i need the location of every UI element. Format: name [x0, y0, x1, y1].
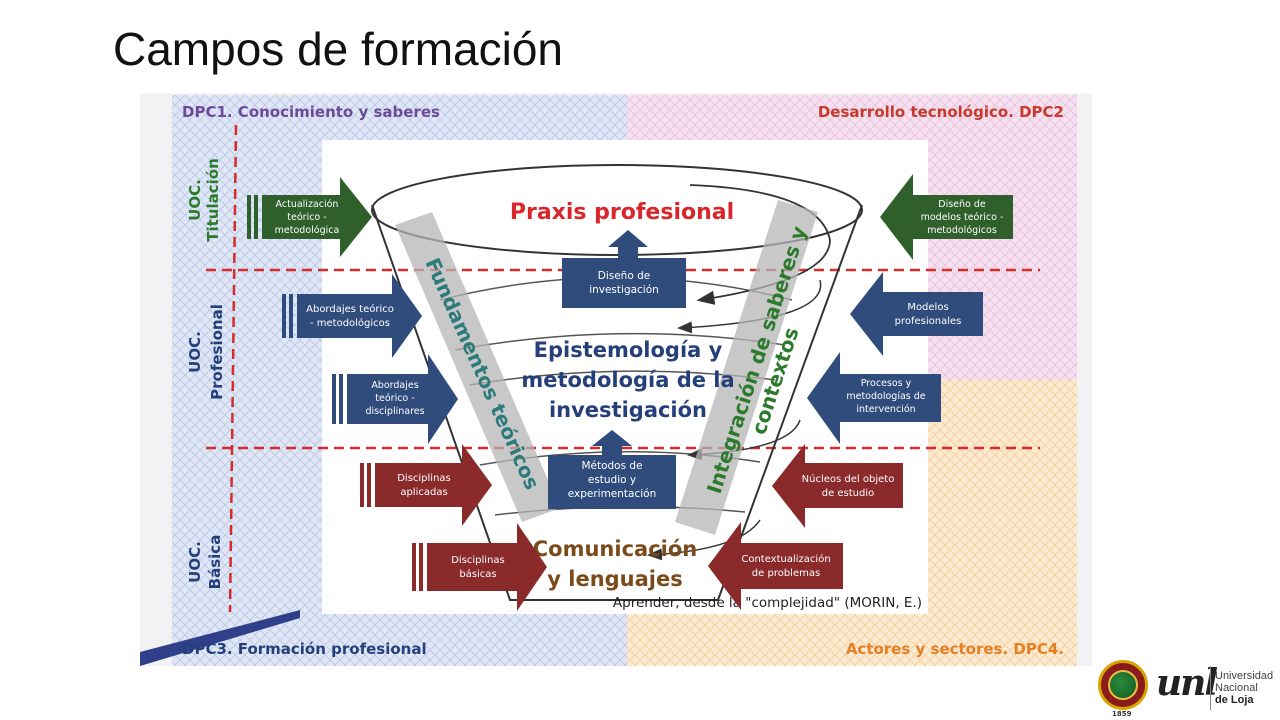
left-arrow-disciplinas-basicas: Disciplinas básicas — [412, 523, 547, 611]
svg-text:experimentación: experimentación — [568, 488, 657, 500]
svg-text:investigación: investigación — [589, 284, 659, 296]
svg-text:Disciplinas: Disciplinas — [451, 555, 505, 566]
svg-text:teórico -: teórico - — [287, 212, 326, 223]
right-arrow-procesos: Procesos y metodologías de intervención — [807, 352, 941, 444]
left-arrow-actualizacion: Actualización teórico - metodológica — [247, 177, 372, 257]
svg-text:básicas: básicas — [459, 568, 496, 580]
left-arrow-disciplinas-aplicadas: Disciplinas aplicadas — [360, 444, 492, 526]
quadrant-label-dpc1: DPC1. Conocimiento y saberes — [182, 103, 440, 121]
logo-divider — [1210, 666, 1211, 710]
svg-text:Diseño de: Diseño de — [598, 270, 650, 282]
slide-title: Campos de formación — [113, 23, 563, 75]
svg-text:UOC.: UOC. — [186, 541, 204, 583]
university-logo: 1859 unl Universidad Nacional de Loja — [1094, 658, 1274, 718]
svg-text:metodológica: metodológica — [275, 225, 340, 236]
left-arrow-abordajes-disciplinares: Abordajes teórico - disciplinares — [332, 354, 458, 444]
quadrant-label-dpc4: Actores y sectores. DPC4. — [846, 640, 1064, 658]
left-arrow-abordajes-metodologicos: Abordajes teórico - metodológicos — [282, 274, 422, 358]
svg-text:Procesos y: Procesos y — [861, 378, 912, 389]
band-integracion — [675, 200, 818, 535]
svg-text:investigación: investigación — [549, 398, 707, 422]
university-name: Universidad Nacional de Loja — [1215, 670, 1274, 706]
svg-text:de estudio: de estudio — [822, 488, 875, 499]
svg-text:metodología de la: metodología de la — [521, 368, 734, 392]
svg-text:Comunicación: Comunicación — [533, 537, 697, 561]
right-arrow-contextualizacion: Contextualización de problemas — [708, 522, 843, 610]
svg-text:Titulación: Titulación — [204, 158, 222, 242]
svg-text:y lenguajes: y lenguajes — [547, 567, 683, 591]
svg-text:estudio y: estudio y — [588, 474, 636, 486]
level-label-titulacion: UOC. Titulación — [186, 158, 222, 242]
svg-text:profesionales: profesionales — [895, 316, 962, 327]
dashed-vertical-line — [228, 124, 238, 613]
seal-year: 1859 — [1112, 710, 1132, 718]
unl-wordmark: unl — [1156, 662, 1218, 704]
svg-text:metodologías de: metodologías de — [846, 391, 925, 402]
svg-text:de problemas: de problemas — [752, 568, 820, 579]
svg-text:Diseño de: Diseño de — [938, 199, 986, 210]
svg-text:Modelos: Modelos — [907, 302, 948, 313]
svg-text:disciplinares: disciplinares — [365, 406, 424, 417]
label-epistemologia: Epistemología y metodología de la invest… — [521, 338, 734, 422]
svg-text:Contextualización: Contextualización — [741, 553, 830, 565]
svg-text:Epistemología y: Epistemología y — [534, 338, 723, 362]
up-arrow-diseno: Diseño de investigación — [562, 230, 686, 308]
svg-text:Núcleos del objeto: Núcleos del objeto — [802, 473, 895, 485]
svg-text:teórico -: teórico - — [375, 393, 414, 404]
decor-stripe — [140, 610, 300, 666]
right-arrow-diseno-modelos: Diseño de modelos teórico - metodológico… — [880, 174, 1013, 260]
svg-text:UOC.: UOC. — [186, 331, 204, 373]
level-label-profesional: UOC. Profesional — [186, 304, 226, 400]
band-fundamentos — [395, 212, 560, 522]
svg-text:Métodos de: Métodos de — [581, 460, 642, 472]
footer-morin: Aprender, desde la "complejidad" (MORIN,… — [613, 595, 922, 611]
up-arrow-metodos: Métodos de estudio y experimentación — [548, 430, 676, 509]
svg-text:Disciplinas: Disciplinas — [397, 473, 451, 484]
quadrant-label-dpc2: Desarrollo tecnológico. DPC2 — [818, 103, 1064, 121]
svg-text:aplicadas: aplicadas — [400, 487, 447, 498]
svg-text:modelos teórico -: modelos teórico - — [921, 212, 1004, 223]
right-arrow-nucleos: Núcleos del objeto de estudio — [772, 444, 903, 528]
label-praxis-profesional: Praxis profesional — [510, 200, 734, 225]
university-seal-icon — [1098, 660, 1148, 710]
svg-text:- metodológicos: - metodológicos — [310, 317, 390, 329]
right-arrow-modelos-profesionales: Modelos profesionales — [850, 272, 983, 356]
svg-text:UOC.: UOC. — [186, 179, 204, 221]
svg-text:Abordajes: Abordajes — [371, 380, 418, 391]
svg-text:metodológicos: metodológicos — [927, 225, 997, 236]
svg-text:Abordajes teórico: Abordajes teórico — [306, 303, 394, 315]
quadrant-label-dpc3: DPC3. Formación profesional — [182, 640, 427, 658]
svg-text:Actualización: Actualización — [276, 199, 339, 210]
label-comunicacion: Comunicación y lenguajes — [533, 537, 697, 591]
svg-text:Básica: Básica — [206, 535, 224, 590]
level-label-basica: UOC. Básica — [186, 535, 224, 590]
svg-text:intervención: intervención — [856, 404, 915, 415]
svg-text:Profesional: Profesional — [208, 304, 226, 400]
